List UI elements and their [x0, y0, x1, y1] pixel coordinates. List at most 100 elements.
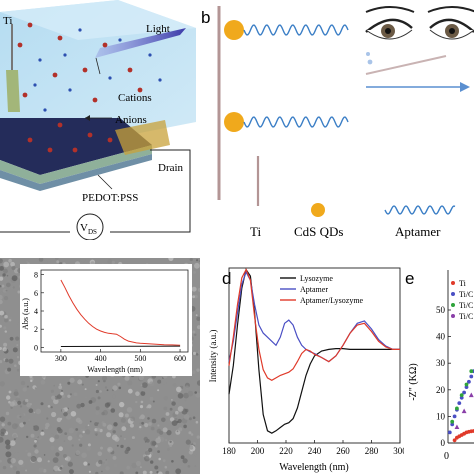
- label-light: Light: [146, 23, 170, 35]
- cd-x-tick-label: 240: [308, 446, 322, 456]
- tem-grain: [0, 310, 5, 316]
- nyquist-y-tick-label: 40: [436, 332, 446, 342]
- tem-grain: [149, 470, 153, 474]
- tem-grain: [37, 436, 42, 441]
- panel-d-letter: d: [222, 269, 231, 288]
- tem-grain: [107, 259, 113, 265]
- tem-grain: [0, 285, 2, 288]
- tem-grain: [105, 466, 110, 471]
- tem-grain: [34, 449, 39, 454]
- tem-grain: [150, 460, 154, 464]
- tem-grain: [0, 381, 5, 387]
- nyquist-point: [461, 408, 467, 414]
- tem-grain: [197, 287, 200, 292]
- inset-y-tick-label: 6: [34, 289, 38, 298]
- tem-grain: [155, 437, 161, 444]
- tem-grain: [11, 275, 18, 282]
- tem-grain: [3, 342, 8, 347]
- tem-grain: [157, 379, 162, 384]
- tem-grain: [191, 286, 197, 292]
- tem-grain: [196, 259, 199, 262]
- cd-x-tick-label: 220: [279, 446, 293, 456]
- tem-grain: [143, 436, 148, 442]
- tem-grain: [147, 417, 150, 420]
- tem-grain: [8, 319, 12, 322]
- inset-y-tick-label: 0: [34, 343, 38, 352]
- nyquist-point: [468, 392, 474, 398]
- tem-grain: [63, 440, 66, 442]
- tem-grain: [87, 443, 91, 447]
- aptamer-strand-top: [243, 24, 349, 36]
- tem-grain: [195, 420, 199, 424]
- nyquist-point: [471, 429, 474, 433]
- tem-grain: [56, 260, 60, 264]
- tem-grain: [119, 401, 125, 408]
- tem-grain: [180, 455, 185, 460]
- tem-grain: [124, 449, 129, 454]
- tem-grain: [158, 457, 161, 461]
- tem-grain: [190, 433, 194, 436]
- tem-grain: [135, 471, 139, 474]
- nyquist-legend-marker: [451, 303, 455, 307]
- tem-grain: [156, 471, 159, 474]
- tem-grain: [169, 407, 173, 411]
- tem-grain: [10, 261, 16, 267]
- tem-grain: [139, 425, 142, 429]
- tem-grain: [131, 436, 135, 440]
- tem-grain: [50, 406, 53, 409]
- tem-grain: [111, 260, 116, 265]
- tem-grain: [0, 416, 6, 422]
- tem-grain: [169, 417, 175, 422]
- tem-grain: [1, 284, 5, 288]
- tem-grain: [188, 431, 192, 435]
- tem-grain: [8, 258, 12, 263]
- tem-grain: [195, 392, 200, 398]
- tem-grain: [41, 429, 44, 432]
- tem-grain: [139, 405, 144, 409]
- tem-grain: [13, 391, 19, 397]
- tem-grain: [17, 290, 21, 294]
- cation-dot: [52, 72, 58, 78]
- tem-grain: [10, 406, 13, 409]
- tem-grain: [106, 389, 109, 392]
- tem-grain: [188, 417, 192, 421]
- tem-grain: [20, 380, 26, 386]
- tem-grain: [175, 410, 179, 415]
- tem-grain: [67, 435, 73, 441]
- tem-grain: [81, 383, 84, 386]
- tem-grain: [49, 433, 54, 439]
- tem-grain: [185, 385, 189, 389]
- tem-grain: [104, 402, 110, 408]
- tem-grain: [95, 389, 99, 394]
- tem-grain: [63, 411, 68, 417]
- tem-grain: [169, 444, 173, 448]
- tem-grain: [43, 377, 46, 380]
- tem-grain: [112, 385, 118, 391]
- tem-grain: [120, 435, 122, 438]
- tem-grain: [61, 390, 63, 392]
- tem-grain: [33, 411, 36, 414]
- nyquist-point: [462, 390, 466, 395]
- tem-grain: [192, 442, 196, 446]
- tem-grain: [141, 421, 145, 425]
- tem-grain: [27, 452, 32, 457]
- tem-grain: [53, 398, 59, 405]
- tem-grain: [157, 389, 160, 392]
- tem-grain: [46, 417, 49, 420]
- nyquist-legend-marker: [451, 281, 455, 285]
- tem-grain: [95, 410, 100, 416]
- tem-grain: [165, 470, 170, 474]
- tem-grain: [62, 410, 65, 413]
- inset-y-axis-label: Abs (a.u.): [21, 298, 30, 330]
- tem-grain: [175, 429, 181, 435]
- tem-grain: [47, 460, 50, 463]
- tem-grain: [140, 400, 144, 404]
- light-beam: [95, 28, 186, 58]
- tem-grain: [171, 399, 173, 401]
- tem-grain: [4, 358, 9, 363]
- cation-dot: [102, 42, 108, 48]
- tem-grain: [67, 394, 71, 398]
- nyquist-legend-label: Ti/C: [459, 301, 473, 310]
- tem-grain: [133, 394, 136, 397]
- anion-dot: [33, 83, 37, 87]
